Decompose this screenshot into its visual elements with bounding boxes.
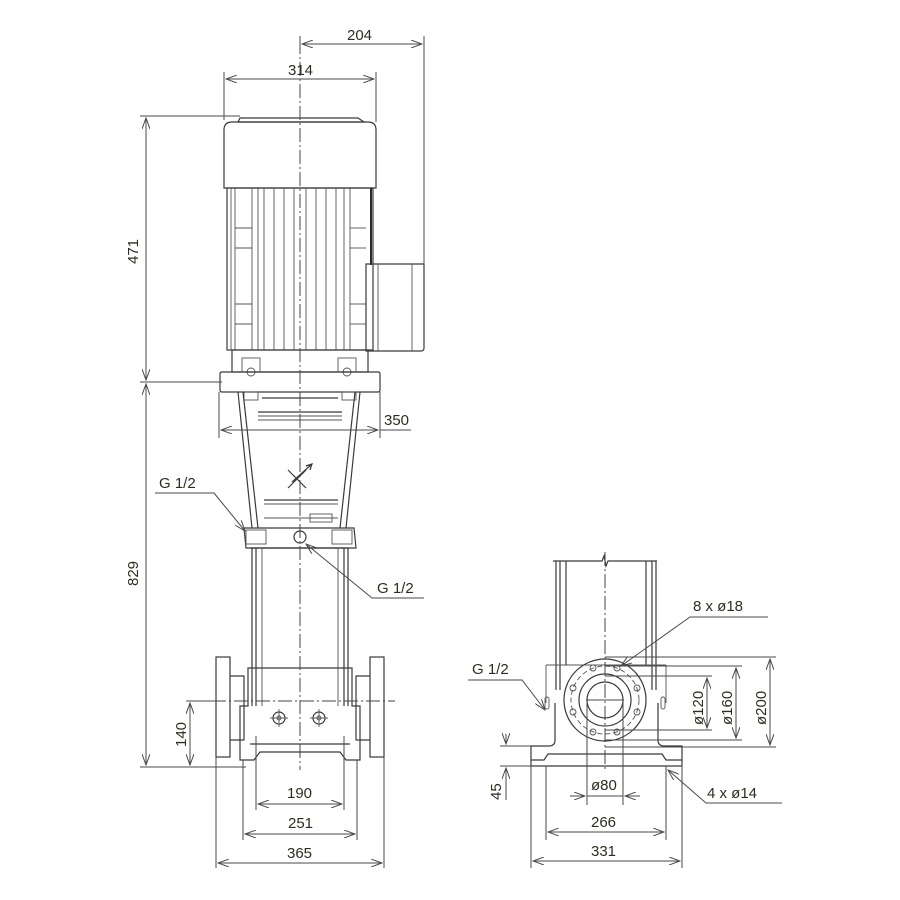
svg-text:314: 314 — [288, 62, 313, 79]
svg-text:140: 140 — [173, 722, 190, 747]
svg-text:ø120: ø120 — [690, 691, 707, 725]
motor-body — [226, 187, 374, 351]
svg-text:G 1/2: G 1/2 — [159, 475, 196, 492]
dimension-331: 331 — [530, 766, 683, 868]
svg-text:190: 190 — [287, 785, 312, 802]
dimension-829: 829 — [125, 384, 246, 768]
dimension-o80: ø80 — [570, 700, 640, 805]
side-view: ø120 ø160 ø200 45 ø80 — [468, 552, 782, 868]
dimension-251: 251 — [242, 760, 358, 840]
pedestal-base — [530, 696, 683, 767]
terminal-box — [365, 263, 425, 352]
dimension-o160: ø160 — [605, 665, 742, 741]
callout-g12-left: G 1/2 — [155, 475, 245, 531]
callout-8xo18: 8 x ø18 — [621, 598, 768, 666]
svg-text:251: 251 — [288, 815, 313, 832]
svg-text:45: 45 — [488, 783, 505, 800]
svg-text:331: 331 — [591, 843, 616, 860]
svg-text:266: 266 — [591, 814, 616, 831]
callout-g12-side: G 1/2 — [468, 661, 545, 710]
drain-plug-icon — [270, 709, 288, 727]
dimension-314: 314 — [223, 62, 377, 122]
motor-fan-cover — [223, 117, 377, 189]
svg-text:8 x ø18: 8 x ø18 — [693, 598, 743, 615]
svg-text:829: 829 — [125, 561, 142, 586]
drain-plug-icon — [660, 696, 666, 710]
callout-g12-right: G 1/2 — [306, 544, 424, 599]
svg-text:365: 365 — [287, 845, 312, 862]
dimension-365: 365 — [215, 757, 385, 868]
svg-text:204: 204 — [347, 27, 372, 44]
svg-text:471: 471 — [125, 239, 142, 264]
pump-chamber — [251, 548, 349, 706]
svg-text:ø160: ø160 — [719, 691, 736, 725]
callout-4xo14: 4 x ø14 — [668, 770, 782, 804]
pump-head — [243, 527, 357, 549]
dimension-350: 350 — [218, 392, 411, 438]
svg-text:4 x ø14: 4 x ø14 — [707, 785, 757, 802]
dimension-471: 471 — [125, 115, 240, 383]
pump-chamber-side — [545, 553, 667, 703]
svg-text:350: 350 — [384, 412, 409, 429]
front-view: 204 314 471 829 350 — [125, 27, 425, 868]
dimension-190: 190 — [255, 736, 345, 810]
dimension-204: 204 — [299, 27, 425, 264]
drain-plug-icon — [310, 709, 328, 727]
rotation-arrow-icon — [287, 463, 313, 489]
pump-base — [215, 656, 385, 761]
svg-text:G 1/2: G 1/2 — [377, 580, 414, 597]
svg-text:ø200: ø200 — [753, 691, 770, 725]
dimension-45: 45 — [488, 734, 531, 800]
svg-text:G 1/2: G 1/2 — [472, 661, 509, 678]
dimension-140: 140 — [173, 700, 214, 768]
dimension-266: 266 — [545, 766, 667, 840]
svg-text:ø80: ø80 — [591, 777, 617, 794]
